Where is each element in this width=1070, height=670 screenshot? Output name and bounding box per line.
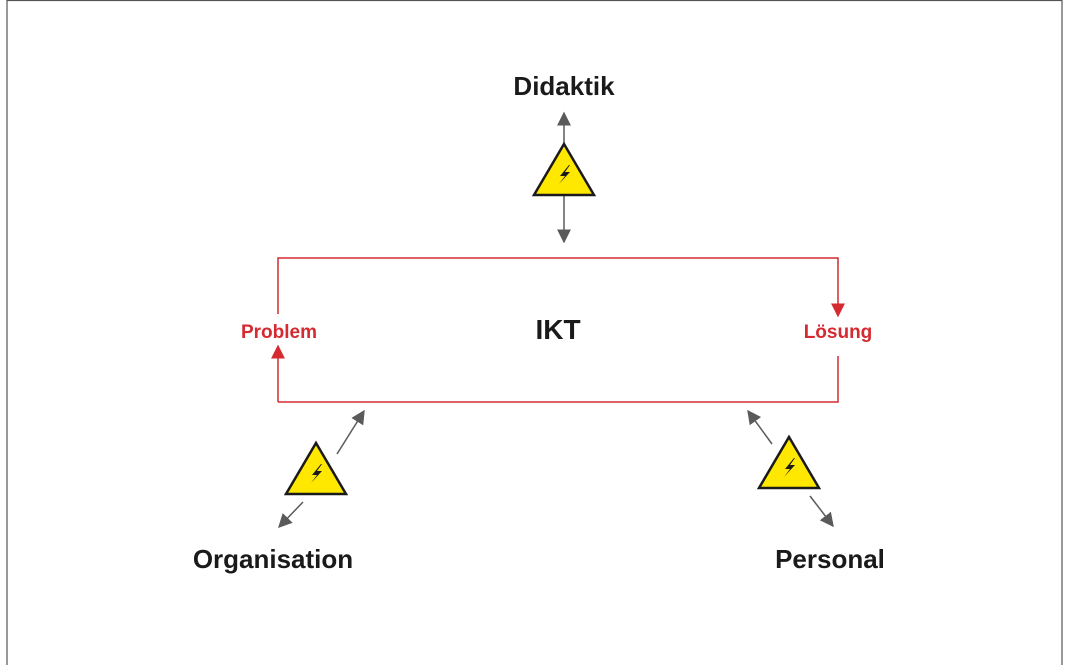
frame-bottom-line: [278, 356, 839, 403]
connector-left-up: [336, 409, 365, 455]
connector-right-down: [809, 495, 834, 528]
connector-right-up: [747, 409, 773, 445]
problem-label: Problem: [241, 322, 317, 343]
node-label-left: Organisation: [193, 544, 353, 574]
connector-left-down: [278, 501, 304, 529]
high-voltage-warning-icon: [284, 441, 348, 496]
ikt-cycle-frame: [271, 257, 845, 403]
node-label-right: Personal: [775, 544, 885, 574]
solution-arrow: [277, 257, 845, 318]
high-voltage-warning-icon: [532, 142, 596, 197]
high-voltage-warning-icon: [757, 435, 821, 490]
solution-label: Lösung: [804, 322, 873, 343]
outer-frame: [6, 0, 1063, 670]
center-label: IKT: [535, 314, 580, 345]
node-label-top: Didaktik: [513, 71, 615, 101]
